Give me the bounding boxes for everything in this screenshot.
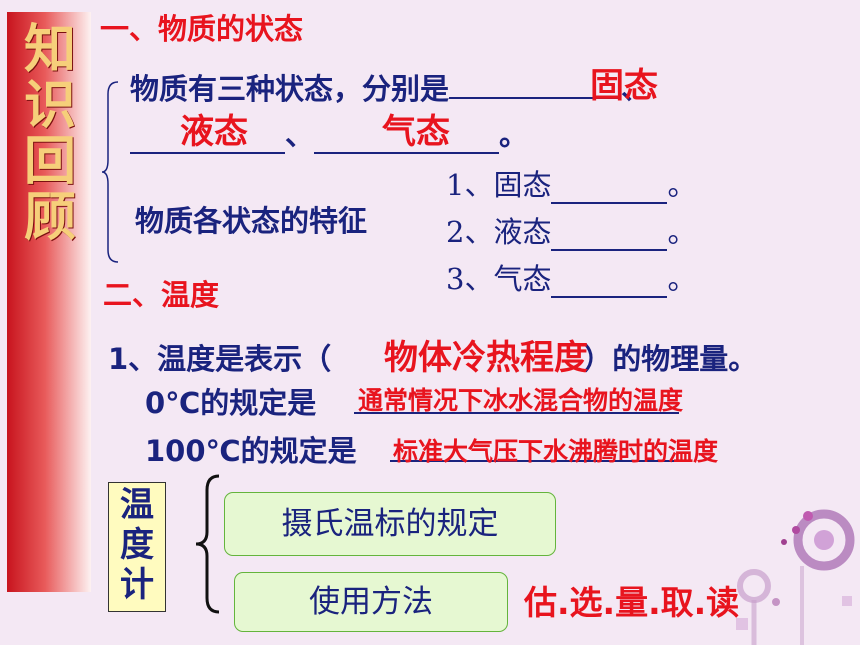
celsius-scale-box: 摄氏温标的规定	[224, 492, 556, 556]
blank-liquid	[130, 118, 285, 154]
sidebar-char-4: 顾	[23, 187, 76, 248]
feature-solid-label: 1、固态	[446, 168, 552, 202]
feature-liquid-blank	[551, 215, 668, 251]
features-label: 物质各状态的特征	[135, 204, 368, 238]
answer-cold-hot-degree: 物体冷热程度	[384, 338, 588, 378]
feature-solid: 1、固态 。	[446, 162, 696, 204]
answer-solid: 固态	[590, 66, 658, 106]
zero-degree-underline	[354, 412, 679, 414]
sidebar-char-2: 识	[23, 75, 76, 136]
hundred-degree-underline	[390, 460, 690, 462]
section1-brace	[101, 81, 119, 263]
decorative-circles-icon	[736, 509, 855, 645]
thermometer-char-2: 度	[120, 525, 154, 565]
hundred-degree-prefix: 100℃的规定是	[145, 434, 357, 468]
feature-solid-end: 。	[667, 168, 697, 202]
thermometer-brace	[195, 474, 220, 614]
zero-degree-prefix: 0℃的规定是	[145, 386, 317, 420]
blank-solid	[449, 97, 622, 99]
thermometer-char-1: 温	[120, 485, 154, 525]
temperature-definition: 1、温度是表示（ ）的物理量。	[108, 336, 757, 378]
thermometer-char-3: 计	[120, 565, 154, 605]
usage-steps: 估.选.量.取.读	[524, 583, 740, 622]
answer-liquid: 液态	[180, 112, 248, 152]
section1-heading: 一、物质的状态	[100, 12, 304, 46]
feature-solid-blank	[551, 168, 668, 204]
answer-ice-water: 通常情况下冰水混合物的温度	[358, 386, 684, 415]
line1-prefix: 物质有三种状态，分别是	[130, 72, 450, 106]
sidebar-char-1: 知	[23, 19, 76, 80]
line2-comma: 、	[285, 118, 315, 152]
blank-gas	[314, 118, 500, 154]
feature-liquid-label: 2、液态	[446, 215, 552, 249]
line1-comma: 、	[621, 72, 651, 106]
hundred-degree-rule: 100℃的规定是	[145, 428, 357, 470]
temp-def-suffix: ）的物理量。	[583, 342, 758, 376]
line2-period: 。	[499, 118, 529, 152]
temp-def-prefix: 1、温度是表示（	[108, 342, 332, 376]
section1-line1: 物质有三种状态，分别是 、	[130, 66, 650, 108]
feature-liquid-end: 。	[667, 215, 697, 249]
feature-liquid: 2、液态 。	[446, 209, 696, 251]
zero-degree-rule: 0℃的规定是	[145, 380, 316, 422]
answer-boiling-water: 标准大气压下水沸腾时的温度	[393, 437, 719, 466]
feature-gas-blank	[551, 262, 668, 298]
usage-method-box: 使用方法	[234, 572, 508, 632]
feature-gas-end: 。	[667, 262, 697, 296]
feature-gas-label: 3、气态	[446, 262, 552, 296]
answer-gas: 气态	[382, 112, 450, 152]
sidebar-char-3: 回	[23, 131, 76, 192]
feature-gas: 3、气态 。	[446, 256, 696, 298]
thermometer-label-box: 温 度 计	[108, 482, 166, 612]
section1-line2: 、 。	[130, 112, 528, 154]
sidebar-title-banner: 知 识 回 顾	[7, 12, 91, 592]
section2-heading: 二、温度	[103, 278, 220, 312]
